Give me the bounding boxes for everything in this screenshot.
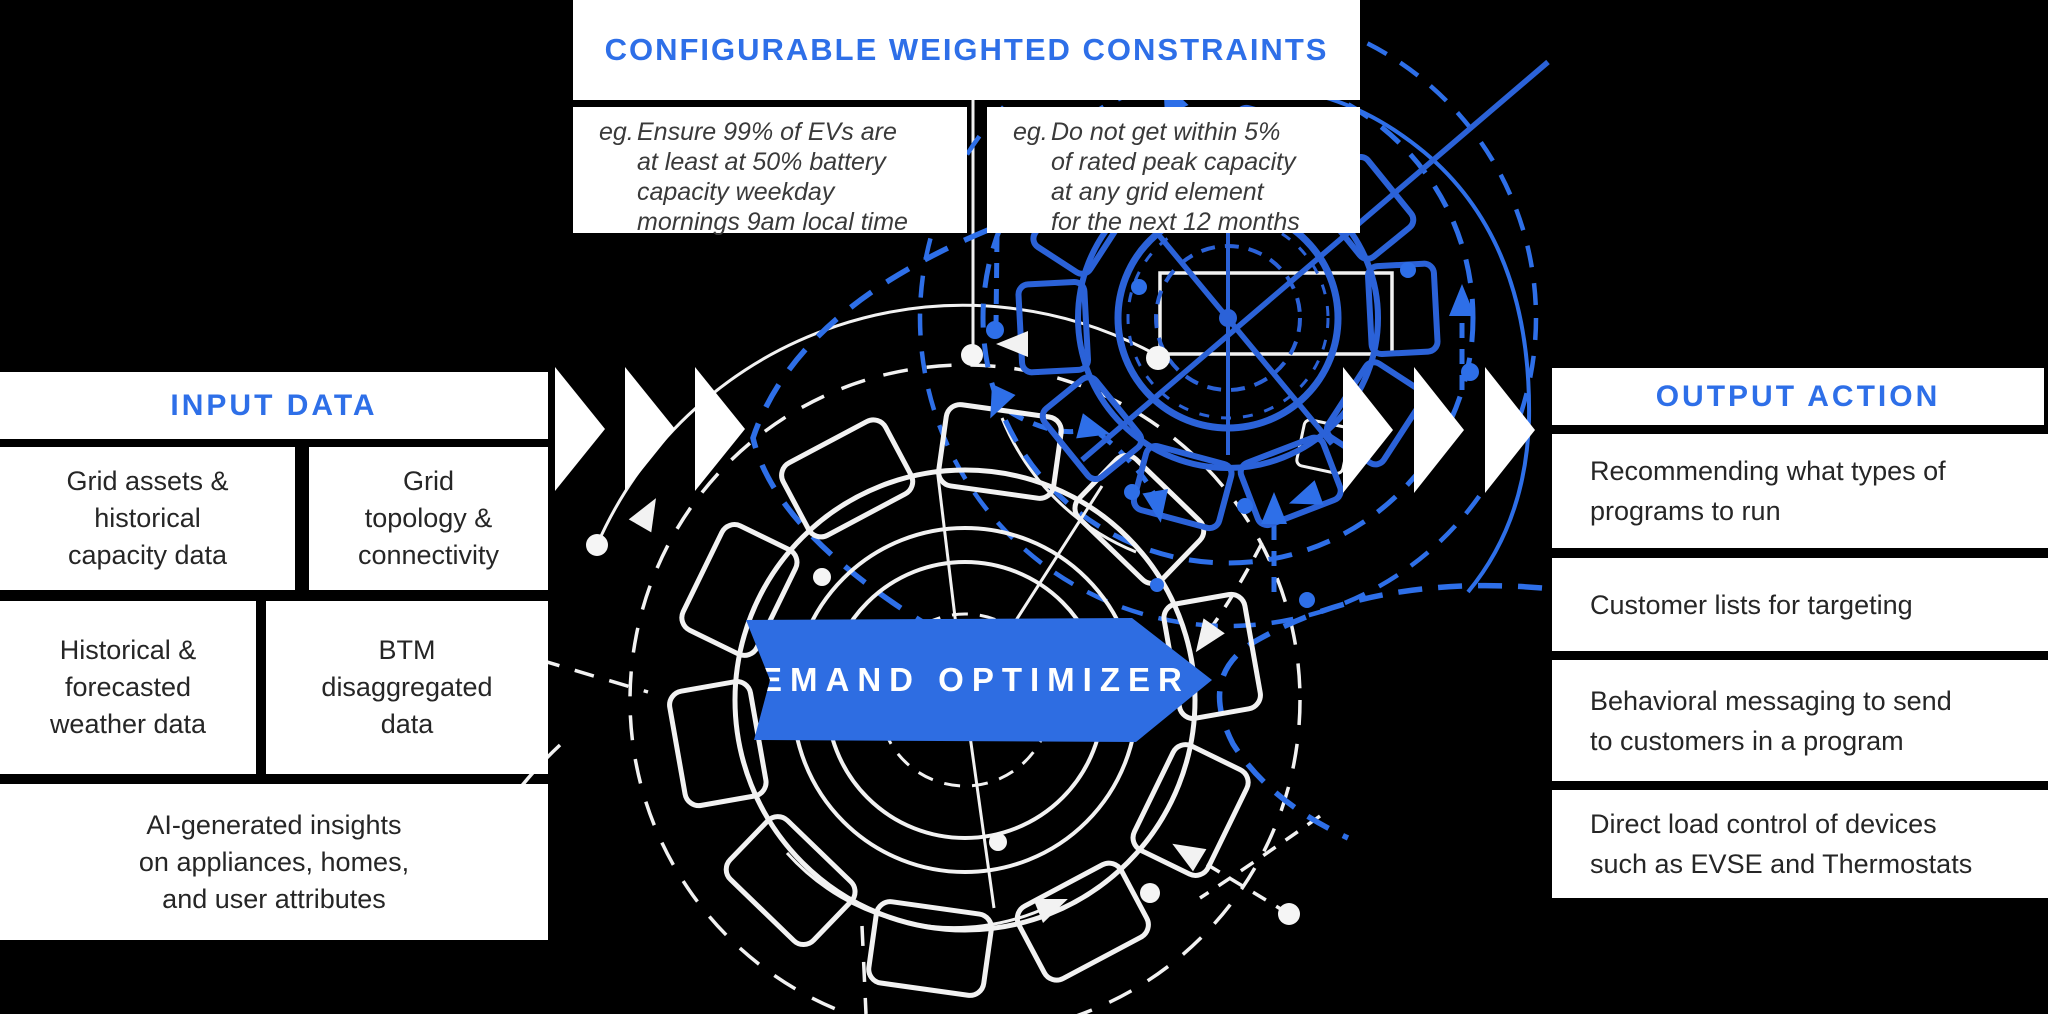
input-data-title: INPUT DATA bbox=[170, 388, 378, 422]
constraints-title: CONFIGURABLE WEIGHTED CONSTRAINTS bbox=[604, 32, 1329, 67]
output-action-title-panel: OUTPUT ACTION bbox=[1552, 368, 2044, 425]
demand-optimizer-banner: DEMAND OPTIMIZER bbox=[746, 618, 1212, 742]
output-action-title: OUTPUT ACTION bbox=[1655, 379, 1941, 413]
white-node-dots bbox=[586, 344, 1300, 925]
constraint-example-2-prefix: eg. bbox=[1013, 118, 1048, 146]
flow-arrow-icon bbox=[555, 367, 605, 491]
flow-arrow-icon bbox=[1343, 367, 1393, 493]
white-gear-icon bbox=[667, 402, 1263, 998]
blue-node-dots bbox=[986, 262, 1479, 608]
constraint-example-2: eg. Do not get within 5%of rated peak ca… bbox=[987, 107, 1360, 236]
constraints-title-panel: CONFIGURABLE WEIGHTED CONSTRAINTS bbox=[573, 0, 1360, 100]
flow-arrow-icon bbox=[1485, 367, 1535, 493]
constraint-example-1-prefix: eg. bbox=[599, 118, 634, 146]
constraint-example-2-text: Do not get within 5%of rated peak capaci… bbox=[1051, 118, 1300, 236]
demand-optimizer-label: DEMAND OPTIMIZER bbox=[728, 661, 1190, 698]
blueprint-rectangle bbox=[1158, 271, 1394, 356]
flow-arrow-icon bbox=[695, 367, 745, 491]
flow-arrow-icon bbox=[625, 367, 675, 491]
input-data-title-panel: INPUT DATA bbox=[0, 372, 548, 439]
flow-arrow-icon bbox=[1414, 367, 1464, 493]
output-box-customer-lists-text: Customer lists for targeting bbox=[1590, 589, 1913, 620]
output-box-customer-lists: Customer lists for targeting bbox=[1552, 558, 2048, 651]
